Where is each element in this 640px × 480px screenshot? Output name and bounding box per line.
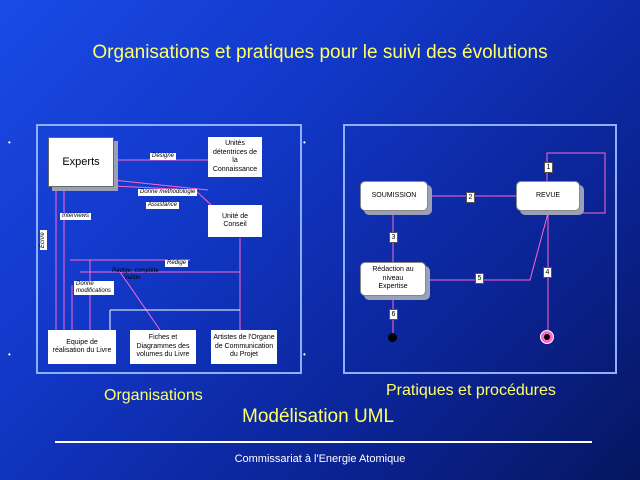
num-4: 4 bbox=[543, 267, 552, 278]
organisations-panel bbox=[36, 124, 302, 374]
footer-rule bbox=[55, 441, 592, 443]
label-assistance: Assistance bbox=[146, 202, 180, 209]
pratiques-panel bbox=[343, 124, 617, 374]
subtitle: Modélisation UML bbox=[242, 406, 395, 427]
start-node bbox=[388, 333, 397, 342]
label-redige: Rédige bbox=[165, 260, 189, 267]
conseil-box: Unité de Conseil bbox=[208, 205, 262, 237]
dot-2: • bbox=[8, 350, 11, 359]
artistes-box: Artistes de l'Organe de Communication du… bbox=[211, 330, 277, 364]
label-redige-complete: Rédige, complète bbox=[112, 268, 159, 274]
unites-box: Unités détentrices de la Connaissance bbox=[208, 137, 262, 177]
dot-1: • bbox=[8, 138, 11, 147]
line-methodo bbox=[112, 179, 209, 191]
soumission-box: SOUMISSION bbox=[360, 181, 428, 211]
label-designe: Désigne bbox=[150, 153, 177, 160]
label-ecrire: Ecrire bbox=[40, 230, 47, 250]
redaction-box: Rédaction au niveau Expertise bbox=[360, 262, 426, 296]
fiches-box: Fiches et Diagrammes des volumes du Livr… bbox=[130, 330, 196, 364]
line-redaction-revue bbox=[430, 212, 549, 281]
num-6: 6 bbox=[389, 309, 398, 320]
revue-box: REVUE bbox=[516, 181, 580, 211]
pratiques-caption: Pratiques et procédures bbox=[386, 382, 556, 399]
dot-3: • bbox=[303, 138, 306, 147]
end-node bbox=[540, 330, 554, 344]
label-donne-modifs: Donne modifications bbox=[74, 281, 114, 295]
label-donne-methodo: Donne méthodologie bbox=[138, 189, 198, 196]
footer-text: Commissariat à l'Energie Atomique bbox=[234, 453, 406, 465]
dot-4: • bbox=[303, 350, 306, 359]
num-1: 1 bbox=[544, 162, 553, 173]
label-interviews: Interviews bbox=[60, 213, 92, 220]
label-valide: Valide bbox=[124, 275, 141, 281]
num-2: 2 bbox=[466, 192, 475, 203]
organisations-caption: Organisations bbox=[104, 387, 203, 404]
page-title: Organisations et pratiques pour le suivi… bbox=[92, 42, 548, 63]
equipe-box: Equipe de réalisation du Livre bbox=[48, 330, 116, 364]
experts-box: Experts bbox=[48, 137, 114, 187]
num-3: 3 bbox=[389, 232, 398, 243]
line-fiches bbox=[119, 271, 161, 331]
num-5: 5 bbox=[475, 273, 484, 284]
